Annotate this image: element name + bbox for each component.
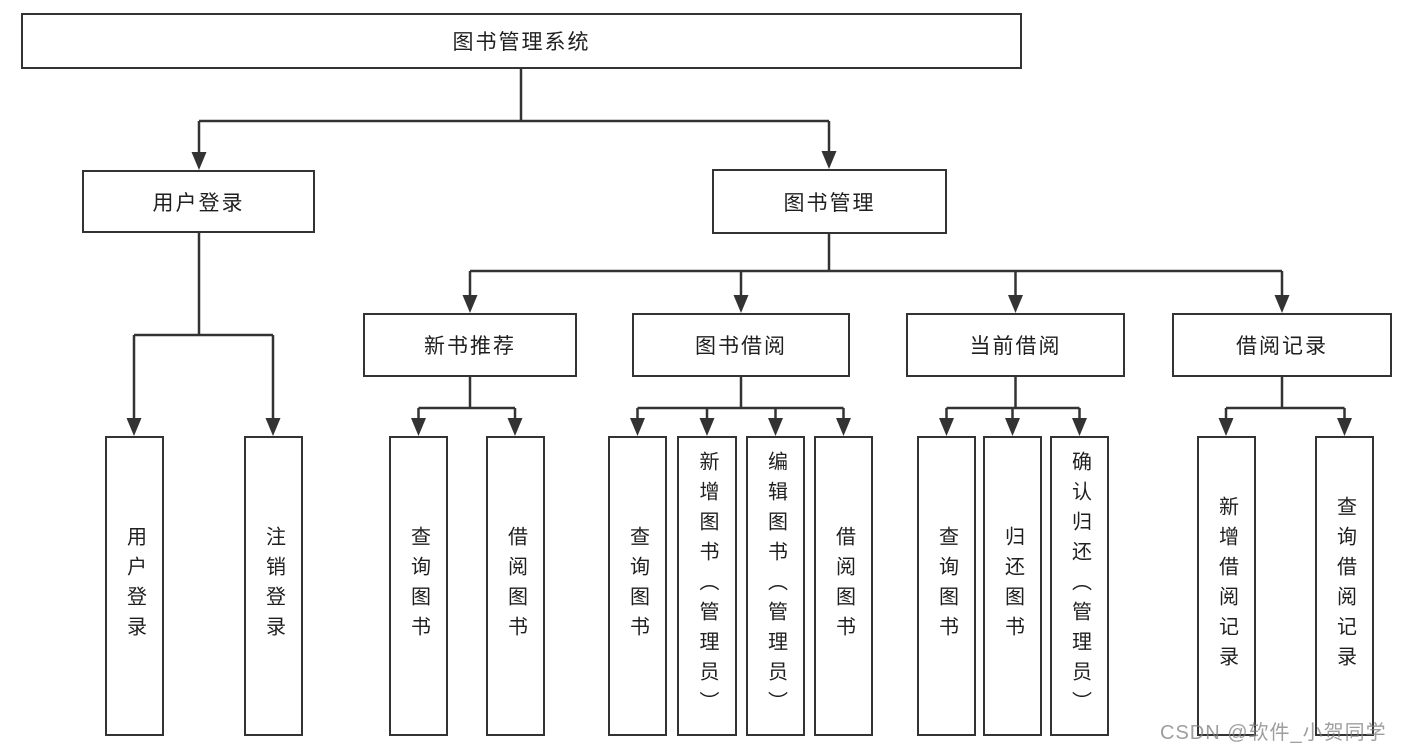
connector-arrowhead bbox=[1274, 295, 1290, 313]
node-leaf-query-book-current: 查询图书 bbox=[917, 436, 976, 736]
connector-arrowhead bbox=[836, 418, 851, 436]
connector-arrowhead bbox=[821, 151, 837, 169]
node-book-borrowing: 图书借阅 bbox=[632, 313, 850, 377]
connector-arrowhead bbox=[462, 295, 478, 313]
connector-arrowhead bbox=[1218, 418, 1234, 436]
node-label: 查询借阅记录 bbox=[1333, 496, 1356, 676]
connector-arrowhead bbox=[265, 418, 281, 436]
connector-arrowhead bbox=[768, 418, 783, 436]
node-label: 图书管理 bbox=[783, 191, 876, 215]
connector-arrowhead bbox=[1005, 418, 1020, 436]
node-label: 注销登录 bbox=[262, 526, 285, 646]
node-user-login: 用户登录 bbox=[82, 170, 315, 233]
node-label: 确认归还（管理员） bbox=[1068, 451, 1091, 721]
node-label: 当前借阅 bbox=[969, 335, 1062, 358]
connector-arrowhead bbox=[733, 295, 749, 313]
connector-arrowhead bbox=[1008, 295, 1023, 313]
node-label: 借阅图书 bbox=[832, 526, 855, 646]
connector-arrowhead bbox=[630, 418, 645, 436]
node-leaf-user-login: 用户登录 bbox=[105, 436, 164, 736]
node-label: 图书借阅 bbox=[695, 335, 787, 358]
connector-arrowhead bbox=[1337, 418, 1352, 436]
node-leaf-query-book-recommend: 查询图书 bbox=[389, 436, 448, 736]
node-label: 用户登录 bbox=[123, 526, 146, 646]
node-leaf-add-borrow-record: 新增借阅记录 bbox=[1197, 436, 1256, 736]
node-leaf-return-book: 归还图书 bbox=[983, 436, 1042, 736]
node-leaf-borrow-book: 借阅图书 bbox=[814, 436, 873, 736]
node-label: 新书推荐 bbox=[424, 335, 516, 358]
node-label: 新增借阅记录 bbox=[1215, 496, 1238, 676]
node-label: 新增图书（管理员） bbox=[696, 451, 718, 721]
node-label: 图书管理系统 bbox=[452, 31, 591, 54]
node-label: 借阅记录 bbox=[1236, 335, 1328, 358]
connector-arrowhead bbox=[191, 152, 207, 170]
node-leaf-query-borrow-record: 查询借阅记录 bbox=[1315, 436, 1374, 736]
node-label: 查询图书 bbox=[407, 526, 430, 646]
node-new-book-recommend: 新书推荐 bbox=[363, 313, 577, 377]
connector-arrowhead bbox=[126, 418, 142, 436]
connector-arrowhead bbox=[939, 418, 954, 436]
connector-arrowhead bbox=[507, 418, 523, 436]
connector-arrowhead bbox=[1072, 418, 1087, 436]
node-label: 借阅图书 bbox=[504, 526, 527, 646]
node-leaf-edit-book-admin: 编辑图书（管理员） bbox=[746, 436, 805, 736]
node-label: 归还图书 bbox=[1001, 526, 1024, 646]
node-book-management: 图书管理 bbox=[712, 169, 947, 234]
node-label: 编辑图书（管理员） bbox=[764, 451, 787, 721]
node-leaf-add-book-admin: 新增图书（管理员） bbox=[677, 436, 737, 736]
connector-arrowhead bbox=[411, 418, 426, 436]
node-label: 查询图书 bbox=[935, 526, 958, 646]
node-leaf-borrow-book-recommend: 借阅图书 bbox=[486, 436, 545, 736]
connector-arrowhead bbox=[699, 418, 715, 436]
node-leaf-confirm-return-admin: 确认归还（管理员） bbox=[1050, 436, 1109, 736]
node-current-borrowing: 当前借阅 bbox=[906, 313, 1125, 377]
node-label: 用户登录 bbox=[152, 191, 245, 215]
node-root-system: 图书管理系统 bbox=[21, 13, 1022, 69]
csdn-watermark: CSDN @软件_小贺同学 bbox=[1160, 722, 1387, 744]
node-borrowing-records: 借阅记录 bbox=[1172, 313, 1392, 377]
node-leaf-logout: 注销登录 bbox=[244, 436, 303, 736]
node-leaf-query-book-borrowing: 查询图书 bbox=[608, 436, 667, 736]
node-label: 查询图书 bbox=[626, 526, 649, 646]
